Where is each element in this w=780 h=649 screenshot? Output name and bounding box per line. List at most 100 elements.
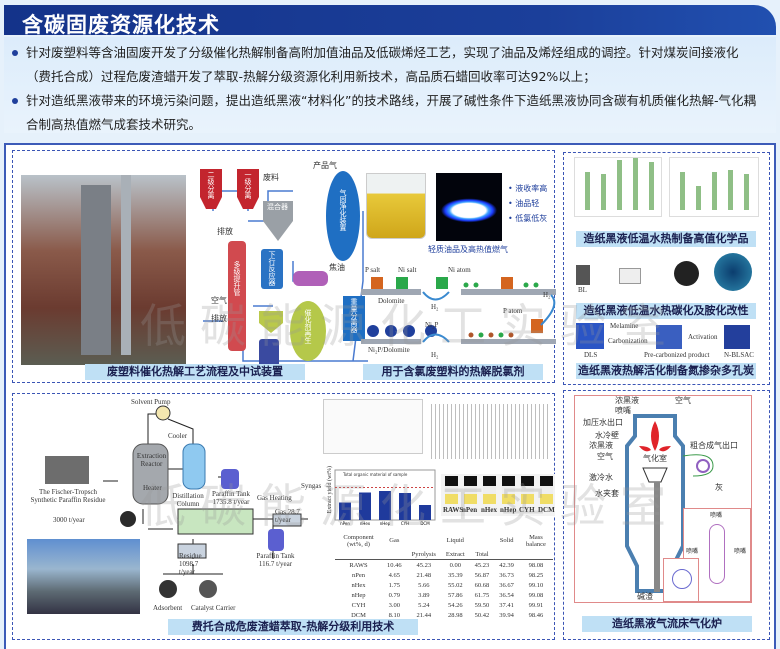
intro-text: 针对废塑料等含油固废开发了分级催化热解制备高附加值油品及低碳烯烃工艺，实现了油品… <box>4 37 776 133</box>
bar-DCM <box>419 505 431 520</box>
mini-bar <box>728 170 733 210</box>
label: 喷嘴 <box>710 512 723 519</box>
dls-cube <box>576 323 604 349</box>
chemicals-chart-1 <box>574 157 662 217</box>
table-cell: 3.00 <box>388 601 401 609</box>
fuel-caption: 轻质油品及高热值燃气 <box>428 245 508 254</box>
label: 气化室 <box>643 454 667 463</box>
label-p-atom: P atom <box>503 307 523 315</box>
caption-plastic-process: 废塑料催化热解工艺流程及中试装置 <box>85 364 305 380</box>
chimney <box>121 175 131 355</box>
table-cell <box>407 532 441 549</box>
table-cell: 45.23 <box>474 561 490 569</box>
vial <box>464 476 477 504</box>
table-cell: 98.46 <box>528 611 544 619</box>
catalyst-synthesis-diagram <box>361 277 556 344</box>
table-cell: Gas <box>389 537 400 544</box>
title-bar: 含碳固废资源化技术 <box>4 5 776 37</box>
label: 喷嘴 <box>734 548 747 555</box>
nozzle-detail: 喷嘴 喷嘴 喷嘴 <box>683 508 751 602</box>
table-cell: Pyrolysis <box>406 549 441 560</box>
caption-dechlorination: 用于含氯废塑料的热解脱氯剂 <box>363 364 543 380</box>
label-ni-salt: Ni salt <box>398 266 417 274</box>
bar-nPen <box>339 502 351 520</box>
oil-beaker-photo <box>366 173 426 239</box>
table-cell <box>335 549 383 560</box>
fuel-point-text: 油品轻 <box>515 199 540 208</box>
table-cell: 36.67 <box>499 581 514 589</box>
table-cell: 56.87 <box>474 571 490 579</box>
flow-label: 排放 <box>211 314 227 323</box>
tick-label: nHep <box>380 521 391 526</box>
table-cell: Component (wt%, d) <box>343 533 374 548</box>
table-cell: nPen <box>352 571 366 579</box>
bullet-item: 针对造纸黑液带来的环境污染问题，提出造纸黑液“材料化”的技术路线，开展了碱性条件… <box>12 89 761 137</box>
vial-label: nHex <box>481 506 497 514</box>
gas-flame-photo <box>436 173 502 241</box>
table-cell: 98.25 <box>528 571 544 579</box>
table-cell <box>518 549 553 560</box>
label: 加压水出口 <box>583 418 623 427</box>
tick-label: nPen <box>340 521 350 526</box>
pyrolysis-flow-diagram <box>200 169 368 367</box>
table-cell: 55.02 <box>447 581 463 589</box>
flow-label: 焦油 <box>329 263 345 272</box>
reactor-tower <box>81 185 111 355</box>
table-cell: 28.98 <box>447 611 463 619</box>
label: 水冷壁 <box>595 431 619 440</box>
flow-label-secondary-separator: 二级分离 <box>207 171 215 199</box>
chart-y-axis-label: Extract yield (wt%) <box>327 466 333 514</box>
label: Pre-carbonized product <box>644 351 710 359</box>
flow-label-primary-separator: 一级分离 <box>244 171 252 199</box>
fuel-point: • 低氯低灰 <box>508 214 548 223</box>
label: 浓黑液 <box>589 441 613 450</box>
label: 水夹套 <box>595 489 619 498</box>
bullet-text: 针对废塑料等含油固废开发了分级催化热解制备高附加值油品及低碳烯烃工艺，实现了油品… <box>26 45 739 84</box>
table-cell: 4.65 <box>388 571 401 579</box>
plastic-panel: 二级分离 一级分离 废料 产品气 排放 混合器 多级提升管 下行反应器 空气 焦… <box>12 150 556 383</box>
flow-label-downer: 下行反应器 <box>268 251 276 286</box>
label: 喷嘴 <box>615 406 631 415</box>
pilot-plant-photo <box>21 175 186 365</box>
nozzle-vessel <box>709 524 725 584</box>
table-cell: 1.75 <box>388 581 401 589</box>
section-circle <box>672 569 692 589</box>
fuel-point-text: 液收率高 <box>515 184 548 193</box>
mini-bar <box>617 160 622 210</box>
vial-label: nPen <box>462 506 478 514</box>
black-liquor-panel: 造纸黑液低温水热制备高值化学品 BL DLS Melamine Carboniz… <box>563 152 770 385</box>
n-blsac-cube <box>724 325 750 349</box>
table-cell: 21.44 <box>416 611 432 619</box>
table-cell <box>382 549 407 560</box>
label-h2: H₂ <box>431 303 439 311</box>
bl-photo <box>576 265 590 285</box>
mini-bar <box>649 162 654 210</box>
label: Paraffin Tank 116.7 t/year <box>256 552 295 568</box>
caption-amination: 造纸黑液低温水热碳化及胺化改性 <box>576 303 756 319</box>
apparatus-diagram <box>323 399 423 454</box>
spectra-plot <box>428 404 548 459</box>
table-cell: DCM <box>351 611 366 619</box>
label: 喷嘴 <box>686 548 699 555</box>
label-h2: H₂ <box>543 291 551 299</box>
label: Solvent Pump <box>131 398 171 406</box>
table-cell: nHex <box>351 581 366 589</box>
table-cell: 37.41 <box>499 601 514 609</box>
table-cell: 3.89 <box>418 591 430 599</box>
label: Heater <box>143 484 162 492</box>
caption-gasifier: 造纸黑液气流床气化炉 <box>582 616 752 632</box>
table-cell: 36.73 <box>499 571 514 579</box>
flow-label: 废料 <box>263 173 279 182</box>
vial <box>502 476 515 504</box>
pre-carbonized-cube <box>656 325 682 349</box>
vial-label: CYH <box>519 506 535 514</box>
label: 浓黑液 <box>615 396 639 405</box>
beaker-icon <box>619 268 641 284</box>
table-cell: 8.10 <box>388 611 401 619</box>
mini-bar <box>696 186 701 210</box>
